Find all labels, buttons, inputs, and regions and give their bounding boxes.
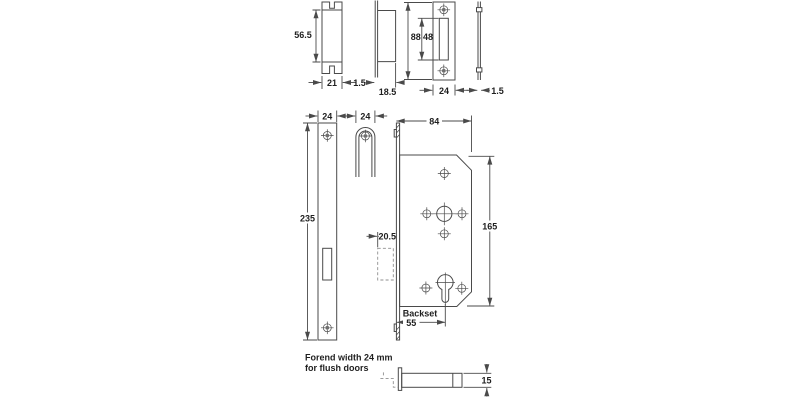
dim-case-height: 165 xyxy=(467,155,499,307)
dim-label-case-width: 84 xyxy=(429,116,439,126)
deadbolt-dashed-outline xyxy=(377,247,394,281)
dim-backset: Backset 55 xyxy=(396,304,446,328)
note-line-1: Forend width 24 mm xyxy=(305,353,393,363)
dim-label-bolt-height: 15 xyxy=(481,376,491,386)
forend-bolt-cutout xyxy=(322,247,333,281)
dim-label-case-height: 165 xyxy=(482,222,497,232)
dim-strike-plate-height: 88 xyxy=(404,2,432,80)
dim-strike-box-plate-thickness: 1.5 xyxy=(353,78,375,88)
dim-deadbolt-throw: 20.5 xyxy=(366,231,397,248)
screw-hole xyxy=(437,64,451,78)
screw-hole xyxy=(437,3,451,17)
dim-label-strike-plate-width: 24 xyxy=(439,86,449,96)
dim-bolt-height: 15 xyxy=(463,364,492,397)
case-hole xyxy=(419,281,433,295)
dim-case-width: 84 xyxy=(396,115,472,152)
forend-front-view xyxy=(317,122,338,341)
lock-case-view xyxy=(399,154,472,307)
dim-strike-plate-thickness: 1.5 xyxy=(466,86,504,96)
dim-label-deadbolt-throw: 20.5 xyxy=(379,232,397,242)
dim-label-strike-plate-slot-height: 48 xyxy=(423,32,433,42)
dim-forend-height: 235 xyxy=(298,122,317,341)
backset-label: Backset xyxy=(403,309,438,319)
screw-hole xyxy=(320,321,335,335)
dim-label-forend-width: 24 xyxy=(322,112,332,122)
dim-label-strike-plate-height: 88 xyxy=(411,32,421,42)
dim-strike-box-width: 21 xyxy=(308,76,356,89)
strike-box-front-view xyxy=(321,0,343,75)
dim-strike-plate-slot-height: 48 xyxy=(417,17,439,61)
note-line-2: for flush doors xyxy=(305,363,369,373)
screw-hole xyxy=(358,129,373,143)
case-hole xyxy=(454,281,469,296)
dim-label-strike-box-depth: 18.5 xyxy=(379,87,397,97)
dim-label-strike-plate-thickness: 1.5 xyxy=(491,86,504,96)
dim-strike-plate-width: 24 xyxy=(419,84,469,96)
note-forend-width: Forend width 24 mm for flush doors xyxy=(305,353,393,374)
dim-strike-box-depth: 18.5 xyxy=(379,63,405,97)
deadbolt-side-view xyxy=(380,367,463,391)
strike-plate-side-view xyxy=(476,1,483,80)
case-hole xyxy=(455,206,469,221)
case-hole xyxy=(437,226,452,241)
dim-forend-width: 24 xyxy=(305,110,350,122)
case-hole xyxy=(437,166,452,181)
bolt-guide-view xyxy=(355,127,376,177)
dim-label-strike-box-height: 56.5 xyxy=(294,30,312,40)
strike-box-side-view xyxy=(374,0,397,78)
dim-label-backset-value: 55 xyxy=(406,318,416,328)
dim-guide-width: 24 xyxy=(343,110,388,123)
case-hole xyxy=(419,206,434,221)
dim-label-strike-box-plate-thickness: 1.5 xyxy=(353,78,366,88)
dim-label-guide-width: 24 xyxy=(360,112,370,122)
strike-plate-front-view xyxy=(432,1,456,81)
screw-hole xyxy=(320,128,335,143)
dim-label-strike-box-width: 21 xyxy=(327,78,337,88)
dim-strike-box-height: 56.5 xyxy=(294,9,321,63)
dim-label-forend-height: 235 xyxy=(300,214,315,224)
